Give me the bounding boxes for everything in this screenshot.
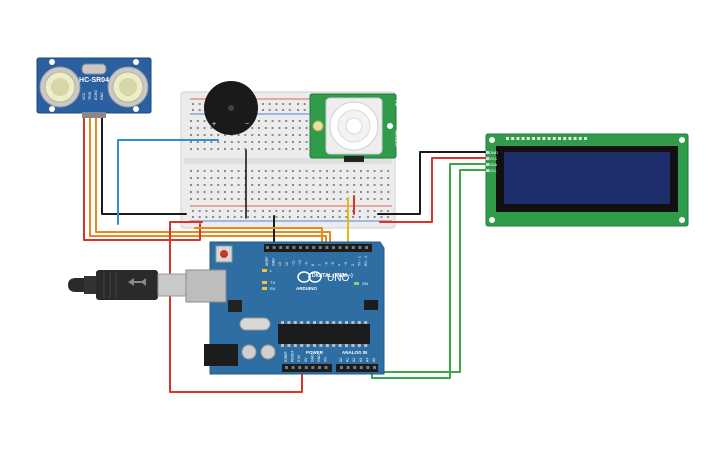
analog-pin-label: A3: [359, 358, 363, 362]
power-pin-label: 5V: [304, 357, 308, 362]
arduino-brand: ARDUINO: [296, 286, 317, 291]
digital-pin-label: 7: [318, 264, 322, 266]
power-analog-header: [285, 366, 376, 369]
power-pin-label: GND: [317, 354, 321, 362]
lcd-pin-labels: GND VCC SDA SCL: [489, 150, 498, 173]
wire-arduino-orange3: [194, 227, 323, 247]
ultrasonic-pin-labels: VCC TRIG ECHO GND: [82, 90, 104, 100]
svg-text:VCC: VCC: [489, 156, 498, 161]
digital-pin-label: ~5: [331, 262, 335, 266]
svg-text:RX: RX: [270, 286, 276, 291]
analog-pin-label: A5: [372, 358, 376, 362]
digital-pin-label: ~6: [324, 262, 328, 266]
atmega-chip: [278, 324, 370, 344]
arduino-logo: [297, 271, 322, 283]
analog-label: ANALOG IN: [342, 350, 367, 355]
svg-text:TX: TX: [270, 280, 275, 285]
wire-sr04-orange2: [89, 117, 327, 247]
digital-pin-label: ~10: [298, 260, 302, 266]
power-pin-label: GND: [310, 354, 314, 362]
wire-sr04-vcc: [83, 117, 201, 241]
analog-pin-label: A1: [346, 358, 350, 362]
digital-pin-label: 13: [278, 262, 282, 266]
led-labels: L TX RX ON: [270, 268, 368, 291]
digital-header: [266, 246, 368, 249]
ultrasonic-label: HC-SR04: [79, 77, 109, 84]
digital-pin-label: GND: [272, 258, 276, 266]
digital-pin-label: 4: [338, 264, 342, 266]
svg-text:SDA: SDA: [489, 162, 498, 167]
arduino-model: UNO: [327, 273, 349, 284]
digital-label: DIGITAL (PWM ~): [312, 273, 353, 279]
wire-sr04-orange1: [95, 117, 331, 247]
svg-text:ON: ON: [362, 281, 368, 286]
svg-text:TRIG: TRIG: [88, 91, 92, 100]
digital-pin-label: ~11: [291, 260, 295, 266]
buzzer-minus-label: −: [245, 121, 249, 128]
power-pin-label: RESET: [291, 349, 295, 362]
wire-sr04-echo-blue: [117, 139, 219, 225]
svg-text:GND: GND: [100, 92, 104, 100]
pir-side-text: PIR: [394, 100, 399, 107]
svg-text:SCL: SCL: [489, 168, 498, 173]
digital-pin-label: TX→1: [357, 256, 361, 266]
power-pin-label: 3.3V: [297, 354, 301, 362]
buzzer-plus-label: +: [212, 121, 216, 128]
ultrasonic-transducer-left: [39, 66, 81, 108]
digital-pin-label: 8: [311, 264, 315, 266]
digital-pin-label: ~3: [344, 262, 348, 266]
chip-pins: [281, 321, 368, 347]
analog-pin-label: A0: [339, 358, 343, 362]
digital-pin-label: ~9: [305, 262, 309, 266]
lcd-header-pins: [486, 137, 587, 172]
digital-pin-label: RX←0: [364, 256, 368, 266]
analog-pin-label: A2: [352, 358, 356, 362]
buzzer[interactable]: + −: [204, 81, 258, 135]
wire-5v-red: [169, 221, 303, 393]
pir-side-text2: SENSOR: [394, 130, 399, 147]
wire-lcd-sda: [371, 163, 489, 379]
ultrasonic-sensor[interactable]: HC-SR04 VCC TRIG ECHO GND: [36, 57, 152, 118]
pir-sensor[interactable]: PIR SENSOR: [309, 93, 399, 162]
svg-text:L: L: [270, 268, 273, 273]
analog-pin-label: A4: [365, 358, 369, 362]
svg-text:ECHO: ECHO: [94, 90, 98, 100]
ultrasonic-transducer-right: [107, 66, 149, 108]
power-label: POWER: [306, 350, 324, 355]
digital-pin-label: 12: [285, 262, 289, 266]
power-pin-label: Vin: [324, 357, 328, 362]
svg-text:GND: GND: [489, 150, 498, 155]
wire-lcd-vcc: [379, 157, 489, 223]
svg-text:VCC: VCC: [82, 92, 86, 100]
wire-sr04-gnd: [101, 117, 187, 215]
digital-pin-label: 2: [351, 264, 355, 266]
lcd-screen: [504, 152, 670, 204]
digital-pin-label: AREF: [265, 257, 269, 266]
power-pin-label: IOREF: [284, 351, 288, 362]
reset-button[interactable]: [215, 245, 233, 263]
wire-lcd-gnd: [377, 151, 489, 215]
lcd-display[interactable]: GND VCC SDA SCL: [485, 133, 689, 227]
